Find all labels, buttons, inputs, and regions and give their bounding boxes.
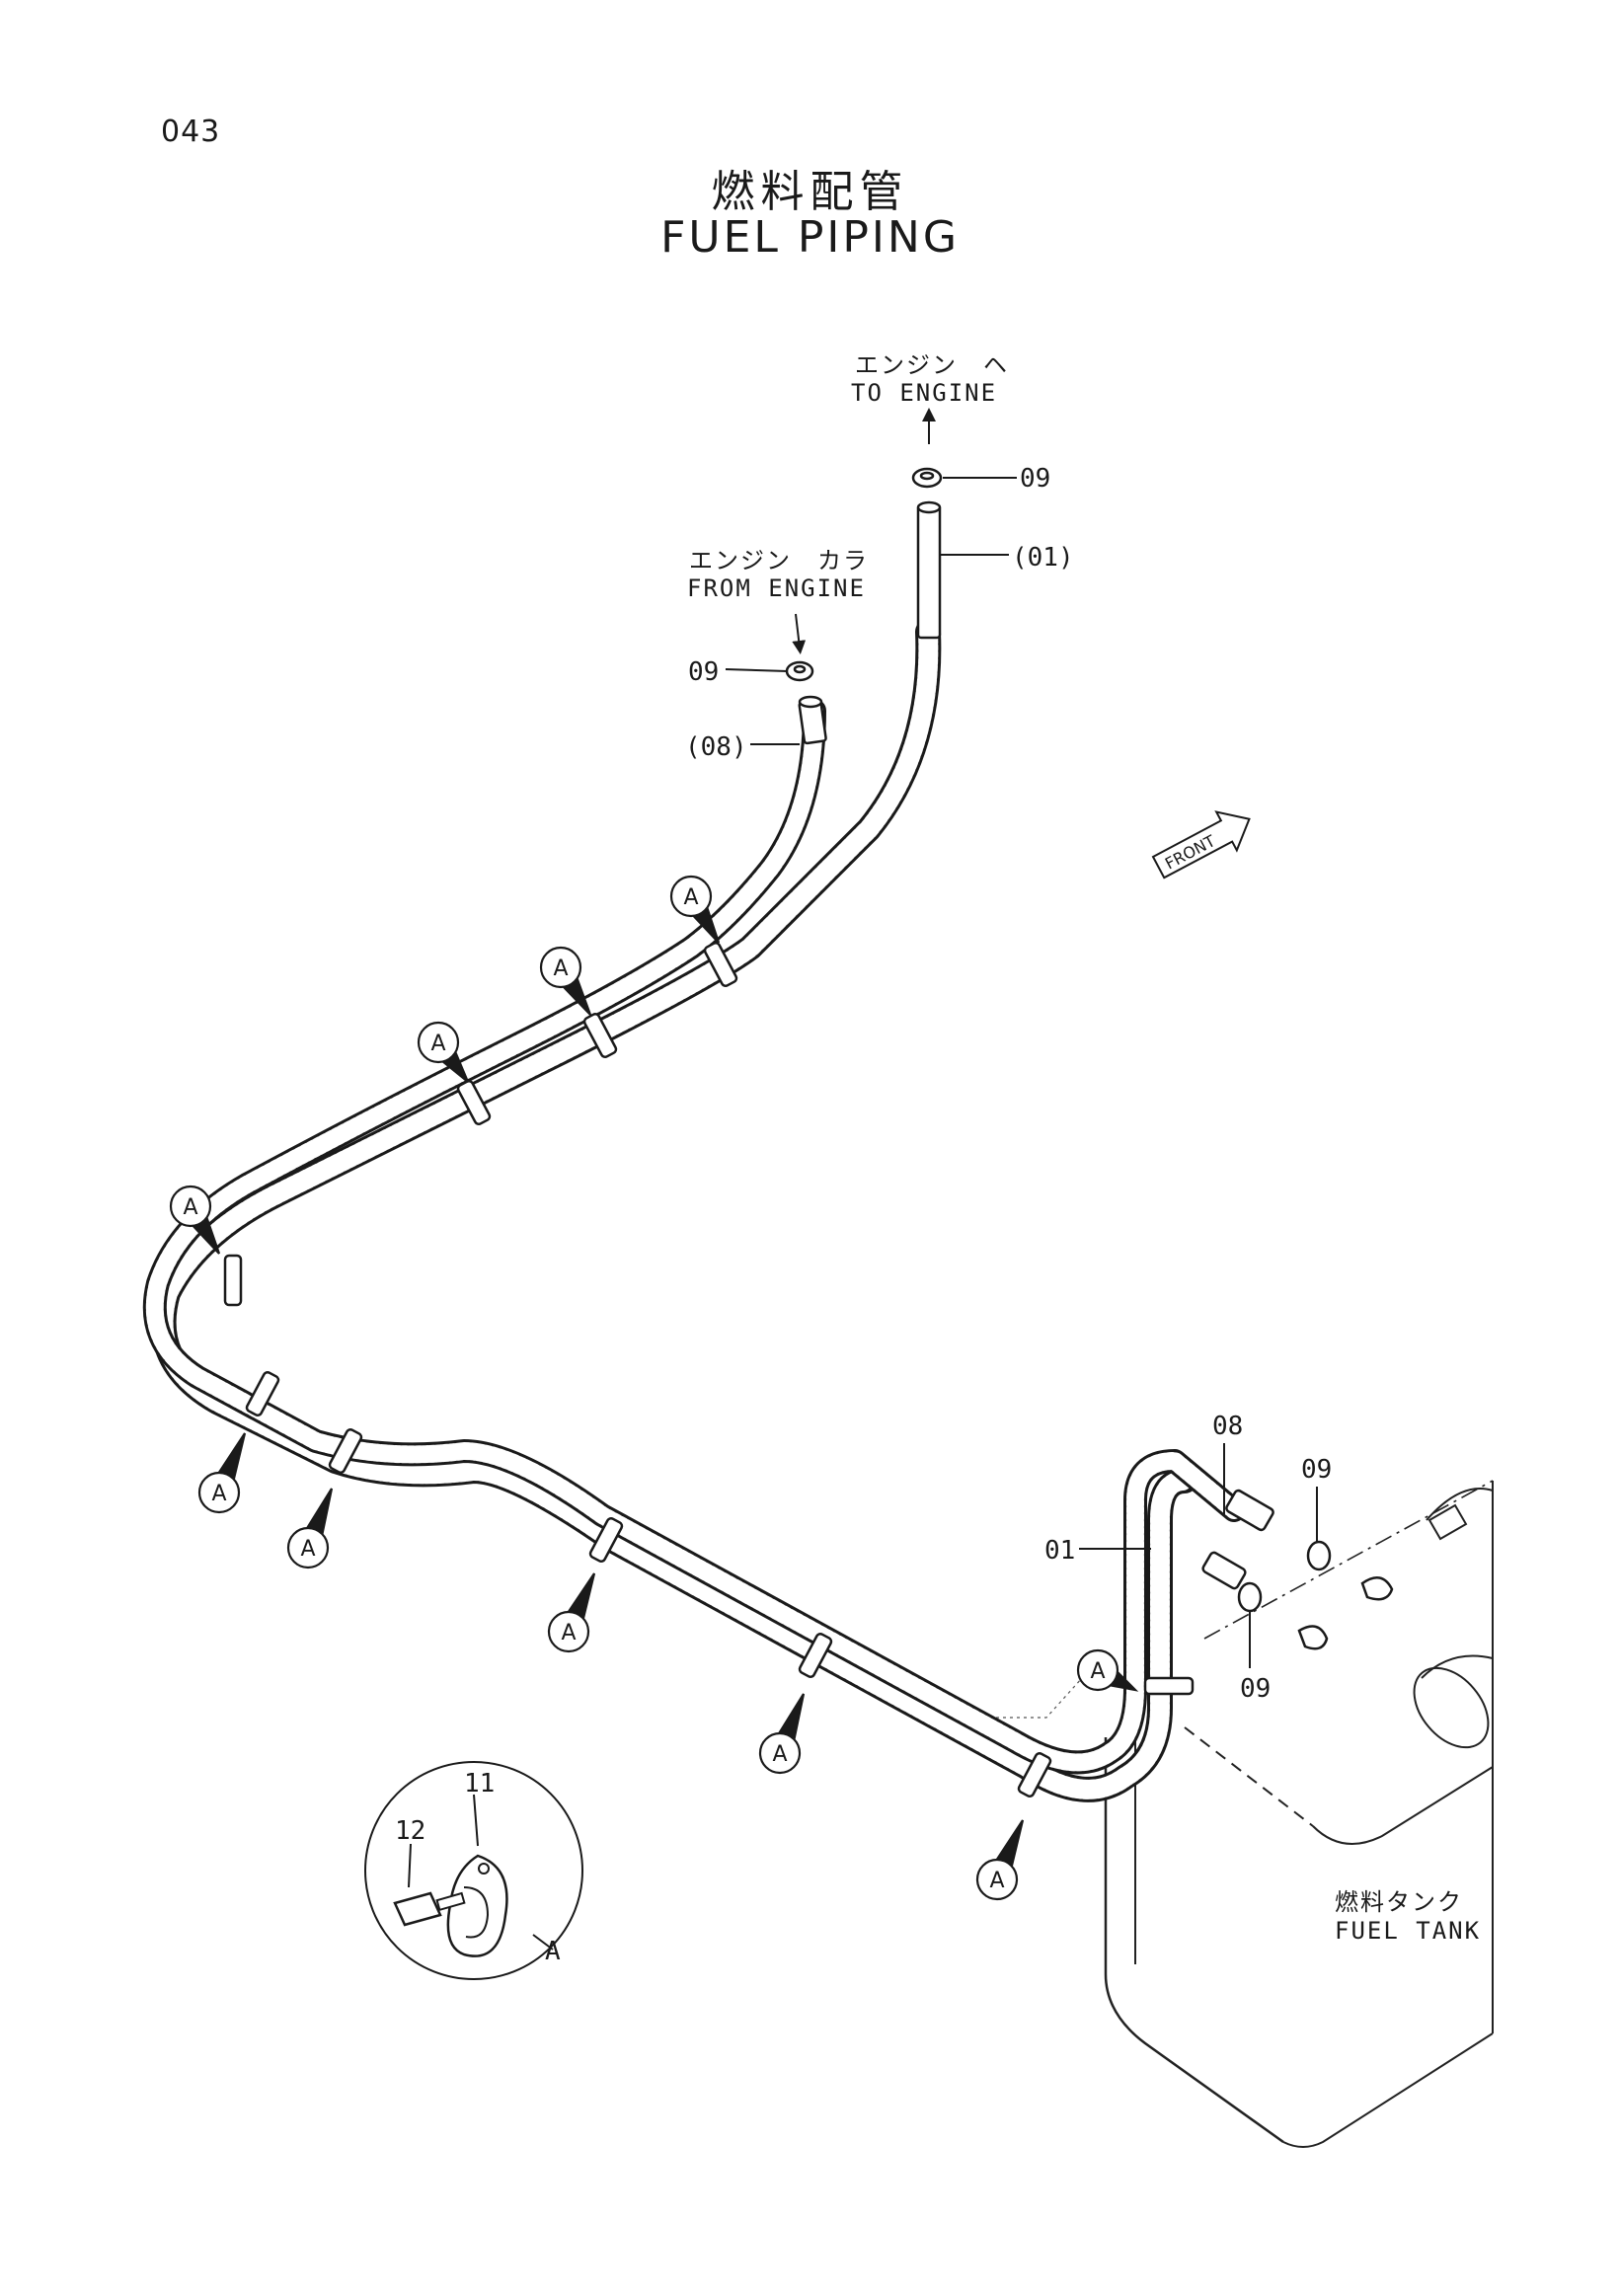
clamp-marker-circle [197,1471,241,1514]
to-engine-label-en: TO ENGINE [851,379,998,407]
callout-tank-01: 01 [1044,1536,1076,1566]
clamp-marker-pointer [688,901,721,944]
clamp-marker-circle [286,1526,330,1569]
leader-lines [725,408,1318,1668]
clamp-marker-label: A [183,1195,197,1220]
clamp-marker-pointer [214,1432,247,1486]
callout-hose-01: (01) [1012,543,1074,573]
callout-tank-08: 08 [1212,1412,1244,1441]
callout-tank-09-upper: 09 [1301,1455,1333,1485]
hose-runs [142,619,1246,1802]
title-japanese: 燃料配管 [711,167,909,217]
clamp-brackets [223,941,1195,1799]
clamp-marker-circle [758,1731,802,1775]
hidden-line [948,1667,1092,1719]
fuel-tank [1104,1481,1494,2148]
callout-clamp-09-top: 09 [1020,464,1051,494]
clamp-marker-pointer [564,1572,596,1625]
front-label: FRONT [1162,831,1218,874]
clamp-reference-markers: A A A A A A A A A A [169,875,1139,1901]
fuel-tank-label-en: FUEL TANK [1335,1917,1482,1945]
detail-callout-12: 12 [395,1816,426,1846]
clamp-marker-label: A [1090,1659,1105,1684]
front-arrow-icon: FRONT [1151,810,1251,880]
clamp-marker-circle [1076,1648,1119,1692]
clamp-marker-circle [417,1021,460,1064]
from-engine-label-jp: エンジン カラ [689,547,869,574]
clamp-marker-pointer [188,1211,221,1255]
clamp-marker-label: A [561,1621,576,1645]
clamp-marker-pointer [775,1693,806,1745]
clamp-marker-circle [547,1610,590,1653]
callout-clamp-09-from: 09 [688,657,720,687]
clamp-marker-circle [975,1858,1019,1901]
clamp-marker-label: A [211,1482,226,1506]
page-number: 043 [161,115,221,149]
clamp-marker-circle [669,875,713,918]
clamp-marker-pointer [437,1046,470,1083]
clamp-marker-label: A [683,885,698,910]
clamp-marker-circle [539,946,582,989]
fuel-tank-label-jp: 燃料タンク [1335,1888,1463,1916]
from-engine-label-en: FROM ENGINE [687,574,866,602]
clamp-marker-pointer [559,972,592,1016]
callout-hose-08: (08) [685,732,747,762]
clamp-marker-label: A [300,1537,315,1562]
detail-label-a: A [545,1937,561,1966]
clamp-marker-pointer [992,1819,1025,1873]
clamp-marker-label: A [430,1032,445,1056]
title-english: FUEL PIPING [660,212,960,263]
clamp-marker-pointer [303,1488,334,1540]
clamp-marker-label: A [553,957,568,981]
detail-callout-11: 11 [464,1769,496,1799]
to-engine-label-jp: エンジン ヘ [855,351,1009,379]
callout-tank-09-lower: 09 [1240,1674,1272,1704]
clamp-marker-circle [169,1185,212,1228]
centerline [1203,1480,1494,1640]
clamp-marker-pointer [1104,1666,1139,1692]
pipe-ends [798,500,1274,1590]
clamp-marker-label: A [772,1742,787,1767]
clamp-marker-label: A [989,1869,1004,1893]
